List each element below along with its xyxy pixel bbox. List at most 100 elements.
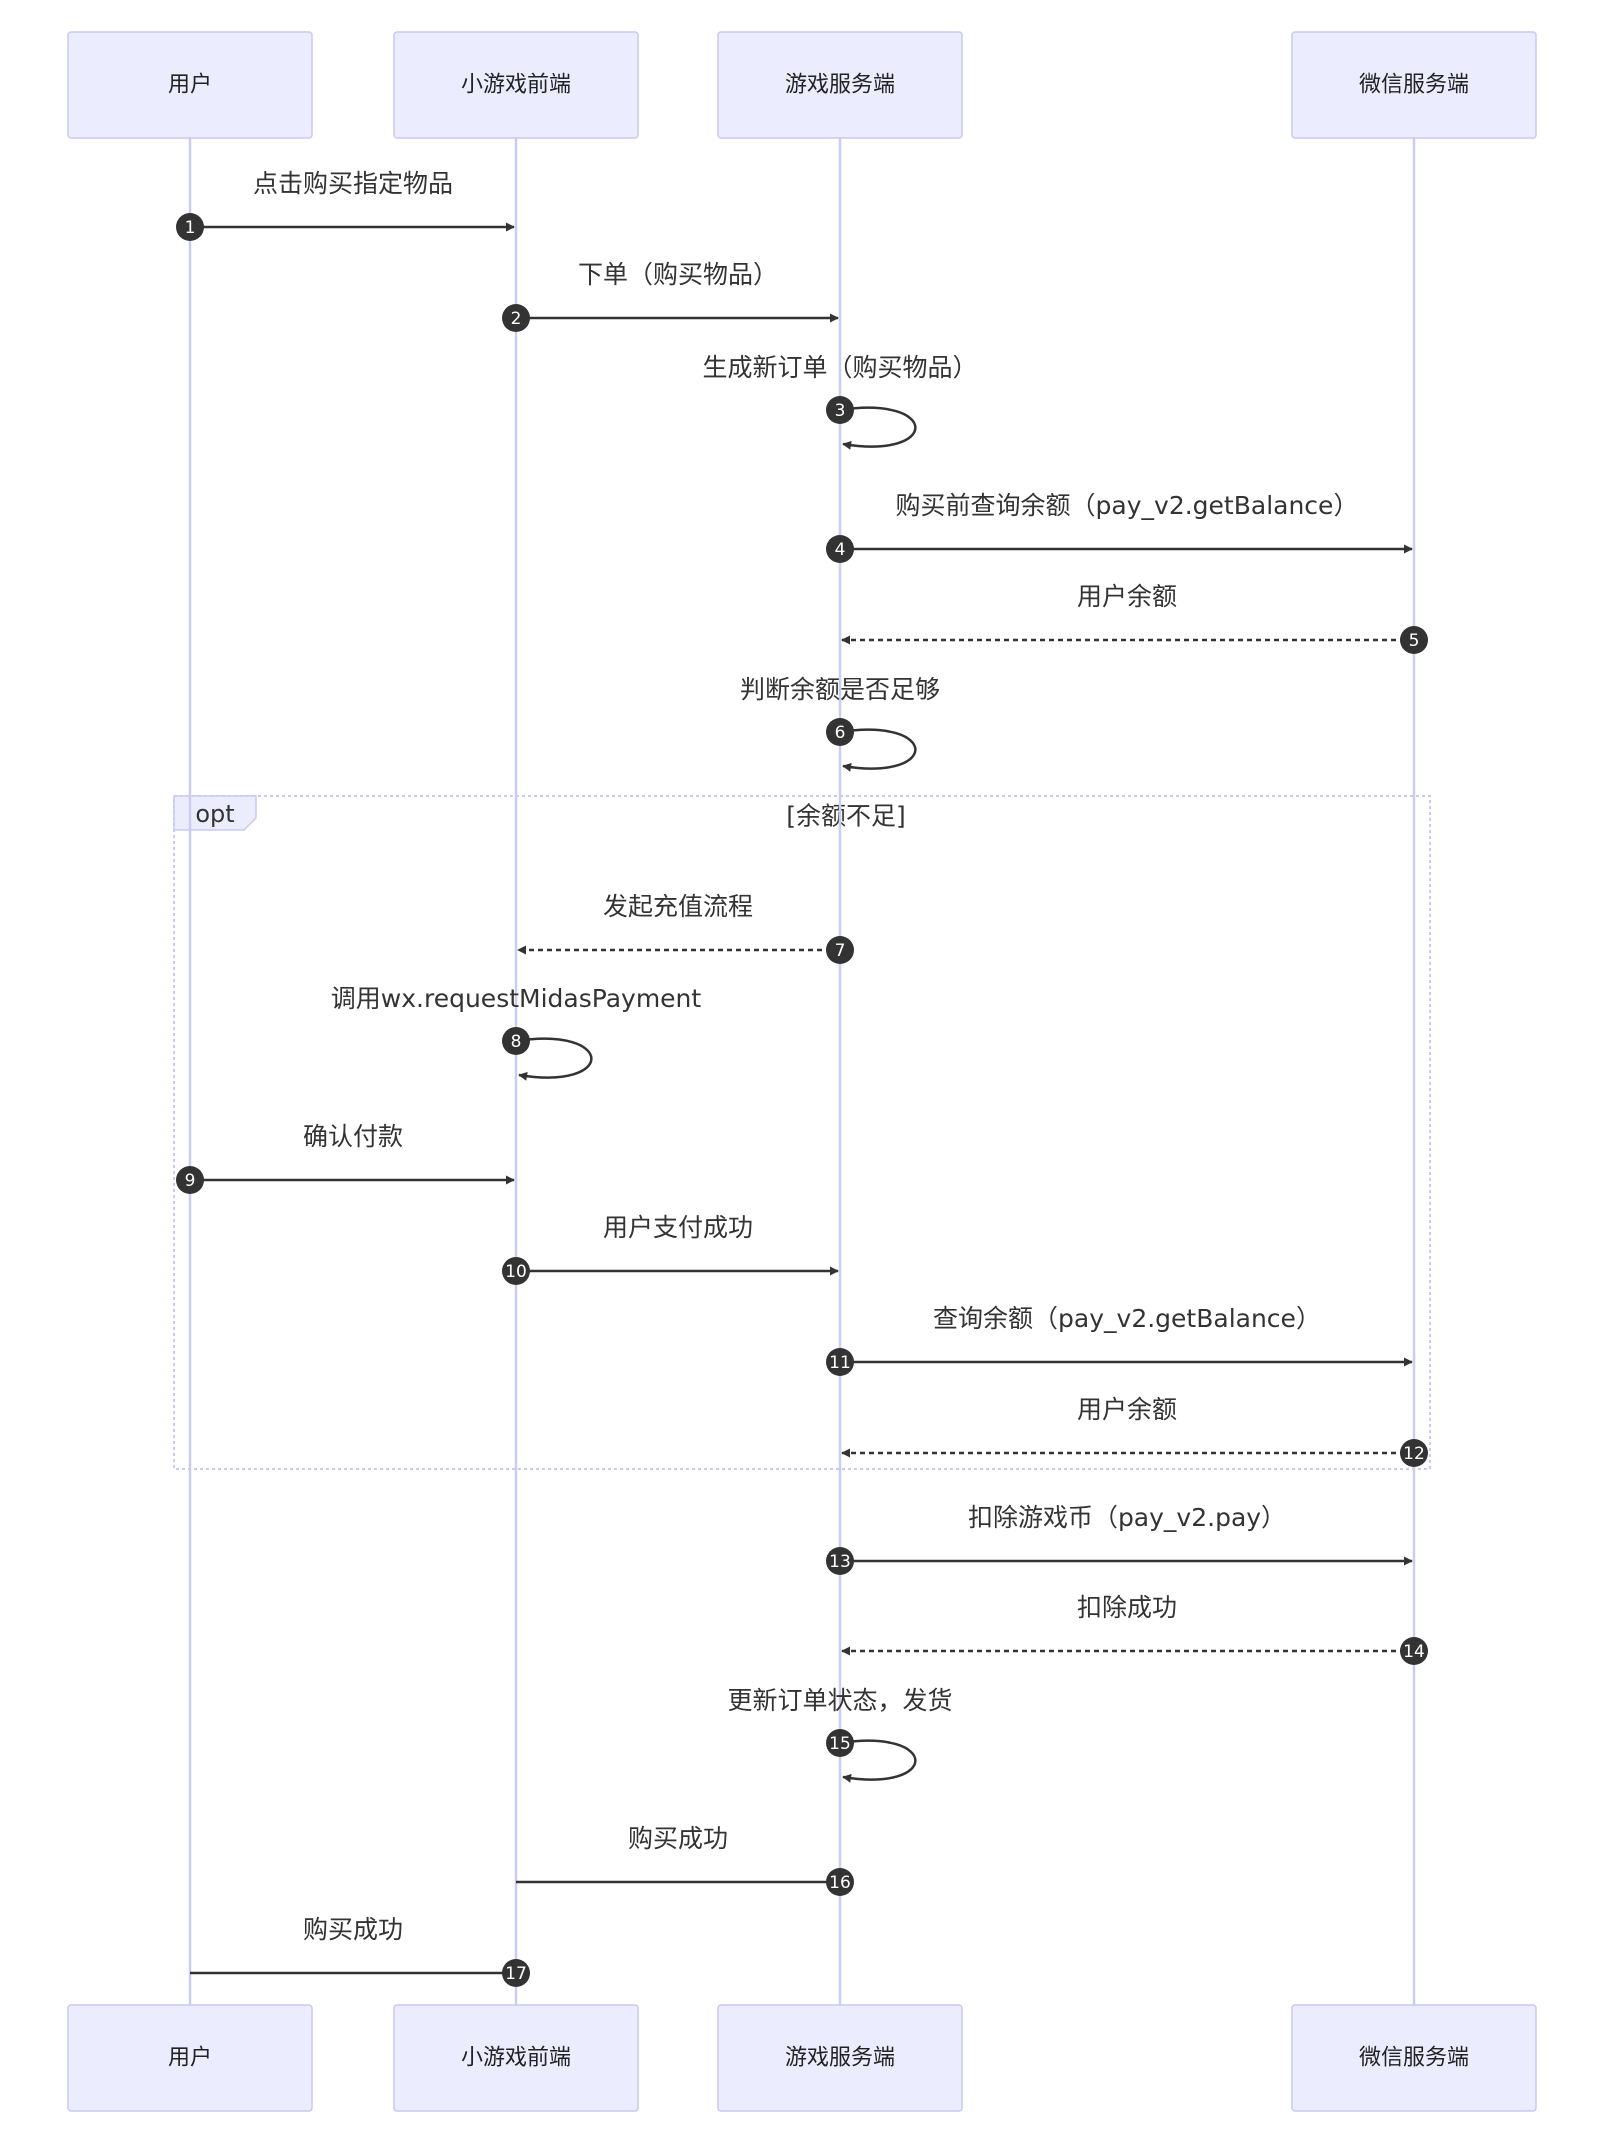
message-8: 调用wx.requestMidasPayment 8 [331, 984, 702, 1081]
self-loop-arrow [839, 1739, 917, 1783]
actor-server-bottom[interactable]: 游戏服务端 [717, 2004, 963, 2112]
sequence-number: 9 [185, 1171, 196, 1191]
opt-block-condition: [余额不足] [786, 802, 906, 831]
actor-label: 小游戏前端 [461, 2046, 571, 2071]
message-15: 更新订单状态，发货 15 [727, 1686, 953, 1783]
message-12: 用户余额 12 [841, 1395, 1428, 1467]
actor-frontend-bottom[interactable]: 小游戏前端 [393, 2004, 639, 2112]
message-label: 购买成功 [303, 1915, 403, 1944]
opt-block-frame [173, 795, 1431, 1470]
message-9: 确认付款 9 [176, 1122, 515, 1194]
sequence-number: 4 [835, 540, 846, 560]
actor-user-bottom[interactable]: 用户 [67, 2004, 313, 2112]
sequence-number: 17 [505, 1964, 527, 1984]
message-11: 查询余额（pay_v2.getBalance）11 [826, 1304, 1413, 1376]
actor-box [1291, 31, 1537, 139]
sequence-number: 3 [835, 401, 846, 421]
sequence-number: 16 [829, 1873, 851, 1893]
message-label: 调用wx.requestMidasPayment [331, 984, 702, 1013]
message-label: 用户余额 [1077, 582, 1177, 611]
actor-label: 用户 [168, 73, 212, 98]
self-loop-arrow [839, 728, 917, 772]
sequence-number-badge [826, 535, 854, 563]
self-loop-arrow [515, 1037, 593, 1081]
message-16: 购买成功 16 [516, 1824, 854, 1896]
message-label: 扣除游戏币（pay_v2.pay） [968, 1503, 1286, 1532]
message-4: 购买前查询余额（pay_v2.getBalance） 4 [826, 491, 1413, 563]
message-label: 下单（购买物品） [578, 260, 778, 289]
actor-box [67, 31, 313, 139]
message-label: 购买前查询余额（pay_v2.getBalance） [896, 491, 1359, 520]
message-7: 发起充值流程 7 [517, 892, 854, 964]
actor-label: 小游戏前端 [461, 73, 571, 98]
sequence-number: 8 [511, 1032, 522, 1052]
sequence-number: 12 [1403, 1444, 1425, 1464]
message-label: 发起充值流程 [603, 892, 753, 921]
actor-wechat-top[interactable]: 微信服务端 [1291, 31, 1537, 139]
actor-box [717, 31, 963, 139]
actor-box [393, 31, 639, 139]
opt-block-keyword: opt [195, 800, 234, 828]
message-6: 判断余额是否足够 6 [740, 675, 940, 772]
actor-label: 微信服务端 [1359, 73, 1469, 98]
actor-box [717, 2004, 963, 2112]
sequence-number-badge [1400, 1439, 1428, 1467]
message-1: 点击购买指定物品 1 [176, 169, 515, 241]
sequence-number-badge [826, 718, 854, 746]
sequence-number-badge [502, 1959, 530, 1987]
actor-label: 用户 [168, 2046, 212, 2071]
sequence-number-badge [502, 304, 530, 332]
sequence-number-badge [1400, 626, 1428, 654]
message-2: 下单（购买物品） 2 [502, 260, 839, 332]
sequence-number: 10 [505, 1262, 527, 1282]
sequence-number: 2 [511, 309, 522, 329]
actor-server-top[interactable]: 游戏服务端 [717, 31, 963, 139]
actor-wechat-bottom[interactable]: 微信服务端 [1291, 2004, 1537, 2112]
sequence-number-badge [1400, 1637, 1428, 1665]
message-label: 生成新订单（购买物品） [702, 353, 977, 382]
sequence-number: 15 [829, 1734, 851, 1754]
sequence-number: 7 [835, 941, 846, 961]
message-17: 购买成功 17 [190, 1915, 530, 1987]
actor-label: 游戏服务端 [785, 73, 895, 98]
sequence-number-badge [826, 396, 854, 424]
sequence-number-badge [826, 1729, 854, 1757]
message-3: 生成新订单（购买物品） 3 [702, 353, 978, 450]
opt-block-tab [173, 795, 257, 831]
sequence-number: 1 [185, 218, 196, 238]
message-14: 扣除成功 14 [841, 1593, 1428, 1665]
message-10: 用户支付成功 10 [502, 1213, 839, 1285]
actor-box [67, 2004, 313, 2112]
sequence-number: 5 [1409, 631, 1420, 651]
message-label: 确认付款 [303, 1122, 403, 1151]
actor-box [393, 2004, 639, 2112]
message-5: 用户余额 5 [841, 582, 1428, 654]
message-13: 扣除游戏币（pay_v2.pay） 13 [826, 1503, 1413, 1575]
sequence-number-badge [176, 1166, 204, 1194]
message-label: 扣除成功 [1077, 1593, 1177, 1622]
message-label: 更新订单状态，发货 [727, 1686, 952, 1715]
actor-user-top[interactable]: 用户 [67, 31, 313, 139]
sequence-number-badge [826, 1868, 854, 1896]
message-label: 判断余额是否足够 [740, 675, 940, 704]
message-label: 用户支付成功 [603, 1213, 753, 1242]
sequence-number-badge [826, 1547, 854, 1575]
actor-frontend-top[interactable]: 小游戏前端 [393, 31, 639, 139]
self-loop-arrow [839, 406, 917, 450]
message-label: 用户余额 [1077, 1395, 1177, 1424]
sequence-number-badge [176, 213, 204, 241]
sequence-number-badge [826, 936, 854, 964]
message-label: 购买成功 [628, 1824, 728, 1853]
sequence-number: 13 [829, 1552, 851, 1572]
actor-label: 游戏服务端 [785, 2046, 895, 2071]
sequence-number-badge [502, 1027, 530, 1055]
actor-label: 微信服务端 [1359, 2046, 1469, 2071]
sequence-number-badge [502, 1257, 530, 1285]
message-label: 点击购买指定物品 [253, 169, 453, 198]
sequence-number: 6 [835, 723, 846, 743]
sequence-number: 11 [829, 1353, 851, 1373]
sequence-number-badge [826, 1348, 854, 1376]
actor-box [1291, 2004, 1537, 2112]
sequence-number: 14 [1403, 1642, 1425, 1662]
